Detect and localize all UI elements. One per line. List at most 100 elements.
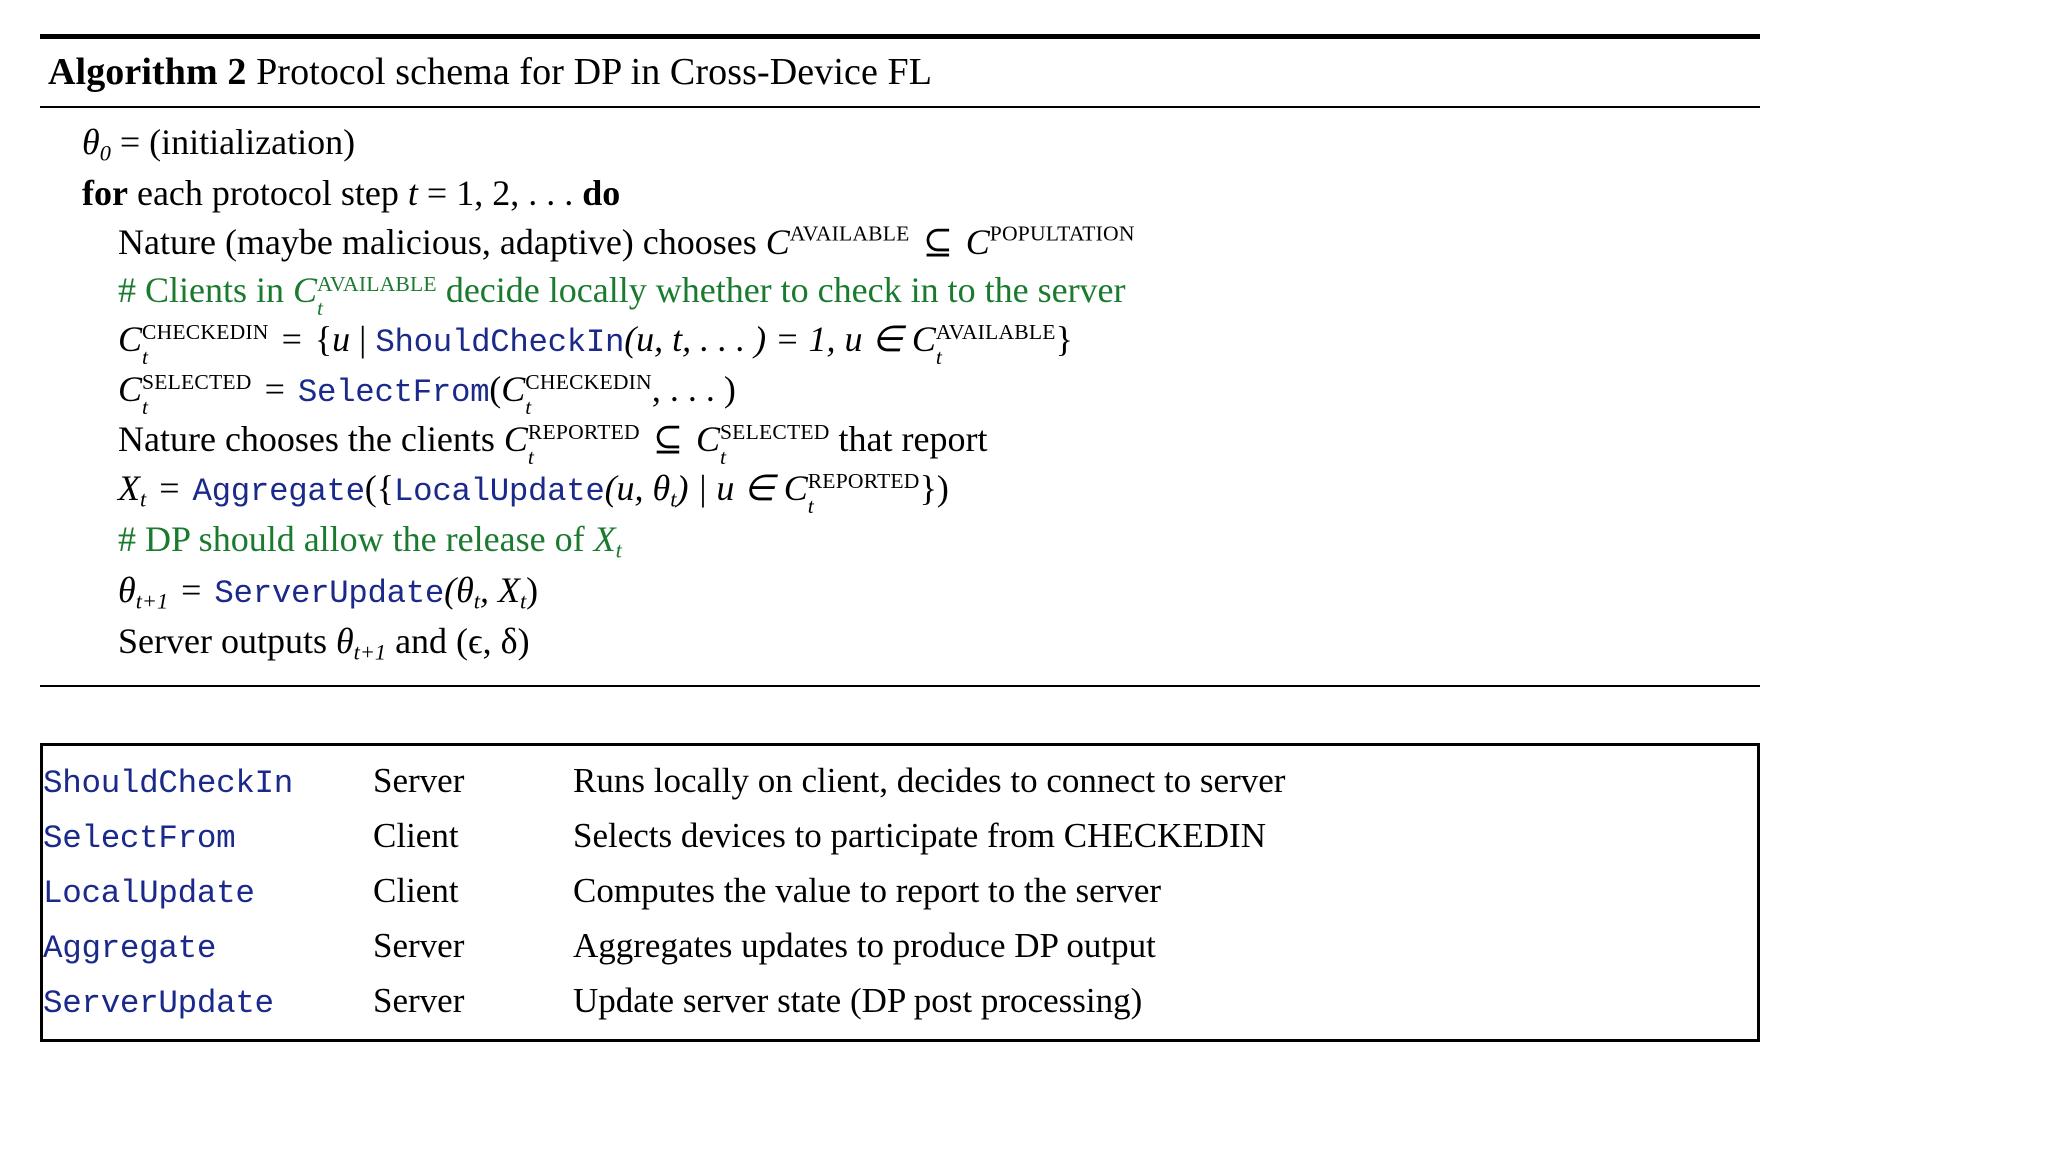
comment-dp-text: DP should allow the release of (145, 518, 585, 559)
subscript-t-plus-1: t+1 (135, 588, 169, 614)
x-symbol: X (593, 518, 616, 559)
table-cell-function-name: ServerUpdate (43, 974, 373, 1029)
for-variable: t (407, 172, 418, 213)
superscript-popultation: POPULTATION (989, 221, 1135, 246)
function-selectfrom: SelectFrom (43, 820, 236, 858)
superscript-reported: REPORTED (527, 420, 640, 445)
superscript-available: AVAILABLE (789, 221, 910, 246)
subscript-t: t (807, 493, 814, 518)
algorithm-line-output: Server outputs θt+1 and (ϵ, δ) (48, 617, 1752, 668)
theta-subscript-zero: 0 (99, 140, 111, 166)
algorithm-line-nature-available: Nature (maybe malicious, adaptive) choos… (48, 218, 1752, 267)
c-symbol: C (695, 419, 720, 460)
function-selectfrom: SelectFrom (297, 374, 490, 412)
superscript-checkedin: CHECKEDIN (525, 370, 652, 395)
superscript-selected: SELECTED (142, 370, 252, 395)
subscript-t: t (719, 444, 726, 469)
function-aggregate: Aggregate (192, 472, 366, 510)
superscript-selected: SELECTED (719, 420, 830, 445)
table-cell-role: Server (373, 761, 465, 801)
algorithm-title-text: Protocol schema for DP in Cross-Device F… (256, 51, 933, 93)
for-range: = 1, 2, . . . (426, 172, 574, 213)
aggregate-close: }) (919, 467, 949, 508)
subscript-t: t (670, 486, 677, 512)
table-row: Aggregate Server Aggregates updates to p… (43, 919, 1757, 974)
theta-symbol: θ (118, 569, 136, 610)
comment-text-b: decide locally whether to check in to th… (445, 270, 1126, 311)
set-open-brace: { (314, 319, 333, 360)
c-symbol: C (965, 221, 990, 262)
table-cell-description: Computes the value to report to the serv… (573, 871, 1162, 911)
x-symbol: X (118, 467, 140, 508)
function-serverupdate: ServerUpdate (43, 985, 274, 1023)
table-cell-role: Server (373, 926, 465, 966)
init-assignment-text: = (initialization) (119, 122, 356, 162)
subscript-t: t (527, 444, 534, 469)
subscript-t: t (519, 588, 527, 614)
for-text: each protocol step (136, 172, 399, 213)
c-symbol: C (118, 319, 143, 360)
table-cell-function-name: Aggregate (43, 919, 373, 974)
table-row: LocalUpdate Client Computes the value to… (43, 864, 1757, 919)
subscript-t: t (473, 588, 480, 614)
set-variable-u: u (332, 319, 351, 360)
algorithm-top-rule (40, 34, 1760, 39)
output-text: Server outputs (118, 620, 327, 661)
do-keyword: do (582, 172, 621, 213)
paren-open: ( (489, 369, 502, 410)
localupdate-arguments-tail: ) | u ∈ (676, 467, 775, 508)
theta-symbol: θ (82, 122, 100, 162)
functions-table: ShouldCheckIn Server Runs locally on cli… (43, 754, 1757, 1029)
table-cell-role: Client (373, 816, 459, 856)
algorithm-body: θ0 = (initialization) for each protocol … (40, 108, 1760, 685)
superscript-available: AVAILABLE (935, 320, 1056, 345)
subscript-t: t (142, 345, 149, 370)
nature2-text: Nature chooses the clients (118, 419, 495, 460)
comment-text-a: Clients in (145, 270, 285, 311)
superscript-checkedin: CHECKEDIN (142, 320, 269, 345)
table-cell-function-name: LocalUpdate (43, 864, 373, 919)
subscript-t: t (935, 345, 942, 370)
table-row: ServerUpdate Server Update server state … (43, 974, 1757, 1029)
nature-text: Nature (maybe malicious, adaptive) choos… (118, 221, 757, 262)
function-shouldcheckin: ShouldCheckIn (375, 324, 625, 362)
function-localupdate: LocalUpdate (43, 875, 255, 913)
serverupdate-arguments: (θ (444, 569, 474, 610)
algorithm-line-comment-dp: # DP should allow the release of Xt (48, 515, 1752, 566)
function-aggregate: Aggregate (43, 930, 217, 968)
subscript-t: t (142, 395, 149, 420)
comment-hash: # (118, 270, 136, 311)
algorithm-block: Algorithm 2 Protocol schema for DP in Cr… (40, 34, 1760, 688)
function-serverupdate: ServerUpdate (214, 574, 445, 612)
selectfrom-tail: , . . . ) (651, 369, 736, 410)
equals-sign: = (181, 569, 202, 610)
equals-sign: = (264, 369, 285, 410)
functions-table-box: ShouldCheckIn Server Runs locally on cli… (40, 743, 1760, 1043)
serverupdate-arguments-2: , X (479, 569, 520, 610)
subset-symbol: ⊆ (922, 221, 953, 262)
set-divider-bar: | (359, 319, 367, 360)
subscript-t: t (140, 486, 147, 512)
subscript-t-plus-1: t+1 (353, 639, 387, 665)
output-and-text: and (ϵ, δ) (395, 620, 530, 661)
function-localupdate: LocalUpdate (394, 472, 605, 510)
table-cell-function-name: ShouldCheckIn (43, 754, 373, 809)
nature2-tail: that report (838, 419, 988, 460)
function-shouldcheckin: ShouldCheckIn (43, 765, 294, 803)
subset-symbol: ⊆ (652, 419, 683, 460)
theta-symbol: θ (335, 620, 354, 661)
table-cell-role: Server (373, 981, 465, 1021)
